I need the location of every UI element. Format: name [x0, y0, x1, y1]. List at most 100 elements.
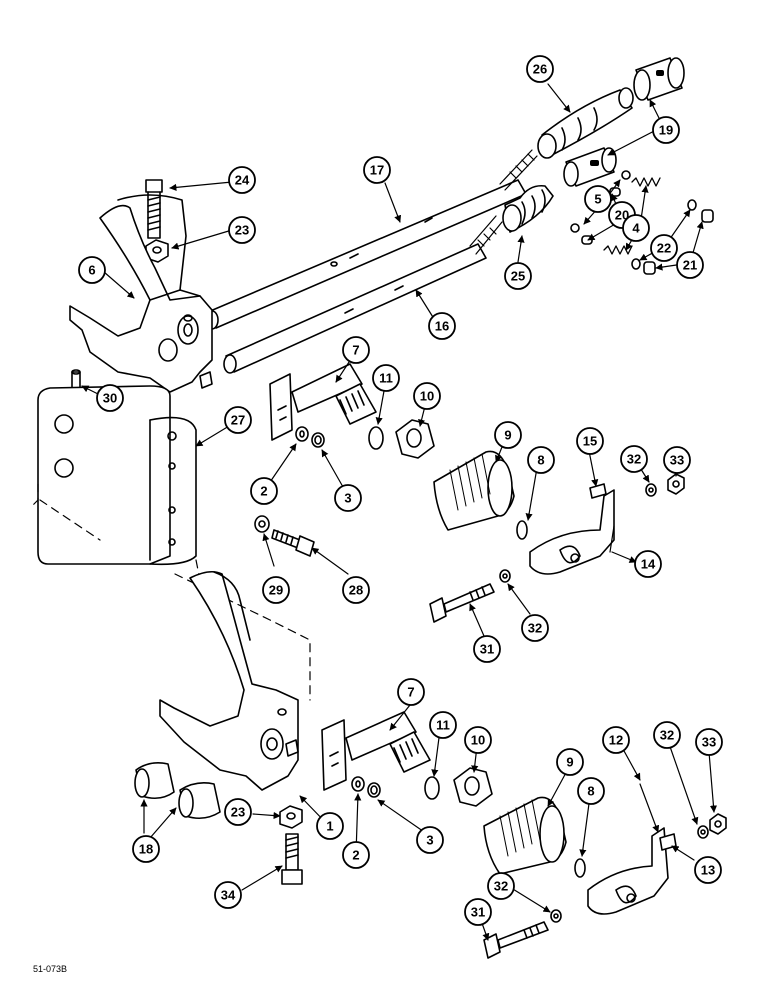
callout-label: 34: [221, 888, 236, 903]
callout-label: 20: [615, 208, 629, 223]
bolt-28: [271, 529, 315, 557]
callout-label: 6: [88, 263, 95, 278]
callout-label: 14: [641, 557, 656, 572]
washer-29: [254, 515, 270, 533]
callout-c6: 6: [78, 256, 106, 284]
shift-rail-16: [223, 215, 503, 374]
callout-circle: [250, 477, 278, 505]
callout-c16: 16: [428, 312, 456, 340]
callout-label: 32: [660, 728, 674, 743]
callout-circle: [622, 214, 650, 242]
callout-c32b: 32: [521, 614, 549, 642]
washer-32-a: [645, 483, 657, 497]
callout-c11a: 11: [372, 364, 400, 392]
callout-c3b: 3: [416, 826, 444, 854]
callout-label: 30: [103, 391, 117, 406]
callout-c8b: 8: [577, 777, 605, 805]
nut-23-lower: [279, 805, 303, 829]
callout-circle: [416, 826, 444, 854]
bushing-18-b: [178, 782, 221, 820]
callout-label: 24: [235, 173, 250, 188]
nut-10-upper: [395, 419, 435, 459]
drawing-code: 51-073B: [33, 964, 68, 974]
callout-c8a: 8: [527, 446, 555, 474]
callout-circle: [428, 312, 456, 340]
callout-label: 12: [609, 733, 623, 748]
washer-32-c: [697, 825, 709, 839]
callout-label: 32: [528, 621, 542, 636]
callout-c2a: 2: [250, 477, 278, 505]
callout-circle: [487, 872, 515, 900]
callout-circle: [584, 185, 612, 213]
callout-c30: 30: [96, 384, 124, 412]
callout-circle: [228, 166, 256, 194]
callout-circle: [96, 384, 124, 412]
callout-label: 27: [231, 413, 245, 428]
callout-c10a: 10: [413, 382, 441, 410]
nut-10-lower: [453, 767, 493, 807]
callout-label: 32: [627, 452, 641, 467]
callout-c32d: 32: [487, 872, 515, 900]
callout-circle: [652, 116, 680, 144]
callout-label: 7: [407, 685, 414, 700]
callout-label: 19: [659, 123, 673, 138]
callout-circle: [527, 446, 555, 474]
callout-label: 9: [504, 428, 511, 443]
o-ring-11-lower: [424, 776, 440, 800]
callout-c25: 25: [504, 262, 532, 290]
callout-label: 31: [471, 905, 485, 920]
callout-c1: 1: [316, 812, 344, 840]
callout-label: 21: [683, 258, 697, 273]
shift-fork-6: [69, 194, 213, 393]
washer-3-lower: [367, 782, 381, 798]
callout-c9a: 9: [494, 421, 522, 449]
o-ring-8-upper: [516, 520, 528, 540]
callout-c22: 22: [650, 234, 678, 262]
callout-circle: [464, 898, 492, 926]
callout-circle: [634, 550, 662, 578]
callout-label: 8: [537, 453, 544, 468]
callout-c3a: 3: [334, 484, 362, 512]
callout-c18: 18: [132, 835, 160, 863]
callout-circle: [224, 798, 252, 826]
nut-33-b: [709, 813, 727, 835]
callout-c29: 29: [262, 576, 290, 604]
callout-circle: [473, 635, 501, 663]
callout-c5: 5: [584, 185, 612, 213]
callout-circle: [342, 841, 370, 869]
callout-label: 22: [657, 241, 671, 256]
callout-label: 10: [420, 389, 434, 404]
callout-circle: [342, 336, 370, 364]
lever-14: [529, 489, 615, 575]
block-27: [37, 385, 197, 566]
callout-c26: 26: [526, 55, 554, 83]
bolt-24: [145, 179, 163, 239]
callout-c10b: 10: [464, 726, 492, 754]
callout-label: 10: [471, 733, 485, 748]
callout-c7b: 7: [397, 678, 425, 706]
callout-circle: [316, 812, 344, 840]
callout-c28: 28: [342, 576, 370, 604]
callout-c31b: 31: [464, 898, 492, 926]
callout-label: 25: [511, 269, 525, 284]
callout-circle: [650, 234, 678, 262]
callout-label: 11: [379, 371, 393, 386]
callout-c7a: 7: [342, 336, 370, 364]
bolt-34: [281, 833, 303, 885]
callout-circle: [342, 576, 370, 604]
shift-fork-1: [159, 570, 299, 791]
callout-circle: [334, 484, 362, 512]
callout-circle: [653, 721, 681, 749]
callout-circle: [262, 576, 290, 604]
callout-circle: [228, 216, 256, 244]
callout-label: 28: [349, 583, 363, 598]
callout-c21: 21: [676, 251, 704, 279]
callout-c15: 15: [576, 427, 604, 455]
callout-c33b: 33: [695, 728, 723, 756]
callout-circle: [620, 445, 648, 473]
callout-label: 16: [435, 319, 449, 334]
callout-label: 13: [701, 863, 715, 878]
washer-32-d: [550, 909, 562, 923]
callout-circle: [494, 421, 522, 449]
